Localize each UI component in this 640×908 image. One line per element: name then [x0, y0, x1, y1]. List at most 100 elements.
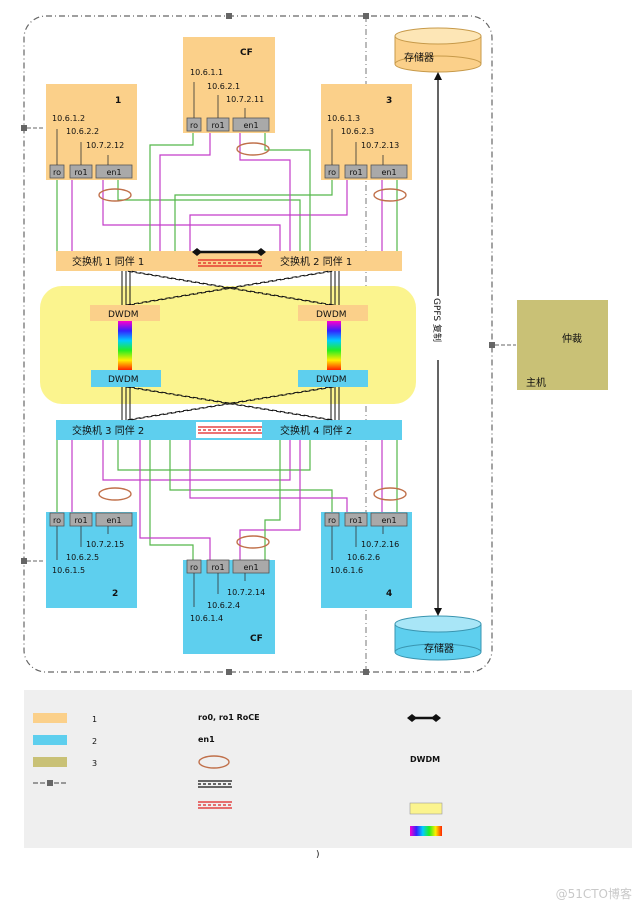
dwdm-bottom-right [298, 370, 368, 387]
legend-text-1: 1 [92, 715, 97, 724]
node3-port-p0: ro [324, 164, 340, 179]
node2-port-p2: en1 [95, 512, 133, 527]
ip-ticks [56, 82, 384, 607]
switch-4-label: 交换机 4 同伴 2 [280, 424, 352, 437]
dwdm-bottom-left [91, 370, 161, 387]
cf-top-label: CF [240, 48, 253, 58]
dwdm-top-left [90, 305, 160, 321]
legend-dwdm: DWDM [410, 755, 440, 764]
dwdm-bottom-left-label: DWDM [108, 375, 139, 385]
legend-red-trunk [198, 801, 232, 809]
legend-text-3: 3 [92, 759, 97, 768]
gpfs-replication-arrow [431, 72, 445, 616]
cf-top-ip-3: 10.7.2.11 [226, 95, 264, 104]
dwdm-top-left-label: DWDM [108, 310, 139, 320]
storage-bottom [394, 615, 482, 661]
legend-boundary-line [33, 780, 67, 786]
node4-ip-1: 10.7.2.16 [361, 540, 399, 549]
cf-bottom-ip-3: 10.6.1.4 [190, 614, 223, 623]
dwdm-top-right-label: DWDM [316, 310, 347, 320]
legend-en1: en1 [198, 735, 215, 744]
gpfs-label: GPFS 复制 [431, 298, 443, 342]
switch-row-top [56, 251, 402, 271]
node1-port-label-p0: ro [53, 168, 61, 177]
cf-top-port-p0: ro [186, 117, 202, 132]
dwdm-trunks [121, 270, 340, 421]
node3-port-label-p0: ro [328, 168, 336, 177]
node1-port-p1: ro1 [69, 164, 93, 179]
wavelength-left [118, 321, 132, 370]
node2-ip-3: 10.6.1.5 [52, 566, 85, 575]
isl-bottom [196, 422, 262, 438]
node2-port-label-p2: en1 [106, 516, 121, 525]
switch-1-label: 交换机 1 同伴 1 [72, 255, 144, 268]
node3-port-p2: en1 [370, 164, 408, 179]
node4-port-label-p2: en1 [381, 516, 396, 525]
node3-ip-1: 10.6.1.3 [327, 114, 360, 123]
cf-bottom-label: CF [250, 634, 263, 644]
bond-ellipses [98, 142, 407, 549]
dwdm-bottom-right-label: DWDM [316, 375, 347, 385]
cf-top-port-label-p2: en1 [243, 121, 258, 130]
legend-bond-ellipse [198, 755, 230, 769]
isl-top [192, 248, 266, 267]
node2-label: 2 [112, 589, 118, 599]
cf-bottom-port-p2: en1 [232, 559, 270, 574]
storage-top-label: 存储器 [404, 51, 434, 64]
port-blocks: ro ro1 en1 ro ro1 en1 ro ro1 en1 ro ro1 en1 ro ro1 en1… [49, 117, 408, 574]
wavelength-right [327, 321, 341, 370]
node1-label: 1 [115, 96, 121, 106]
node4-port-label-p1: ro1 [349, 516, 362, 525]
cf-bottom-port-p0: ro [186, 559, 202, 574]
watermark: @51CTO博客 [555, 887, 632, 901]
arbiter-host-label: 主机 [526, 376, 546, 389]
node2-port-p1: ro1 [69, 512, 93, 527]
node-cf-bottom [183, 560, 275, 654]
node1-port-p2: en1 [95, 164, 133, 179]
node1-port-label-p2: en1 [106, 168, 121, 177]
node-2 [46, 512, 137, 608]
cf-bottom-port-p1: ro1 [206, 559, 230, 574]
node3-port-label-p1: ro1 [349, 168, 362, 177]
node2-port-label-p0: ro [53, 516, 61, 525]
cf-top-port-p2: en1 [232, 117, 270, 132]
storage-top [394, 27, 482, 73]
legend-wavelength-swatch [410, 826, 442, 836]
node-cf-top [183, 37, 275, 133]
node2-ip-2: 10.6.2.5 [66, 553, 99, 562]
node4-label: 4 [386, 589, 392, 599]
node-4 [321, 512, 412, 608]
cf-bottom-ip-2: 10.6.2.4 [207, 601, 240, 610]
node4-ip-2: 10.6.2.6 [347, 553, 380, 562]
node1-port-label-p1: ro1 [74, 168, 87, 177]
cf-top-port-label-p0: ro [190, 121, 198, 130]
node2-ip-1: 10.7.2.15 [86, 540, 124, 549]
switch-3-label: 交换机 3 同伴 2 [72, 424, 144, 437]
node3-ip-3: 10.7.2.13 [361, 141, 399, 150]
boundary-markers [21, 13, 495, 675]
cluster-boundary [23, 15, 493, 673]
network-links [56, 133, 398, 560]
node1-port-p0: ro [49, 164, 65, 179]
cf-bottom-ip-1: 10.7.2.14 [227, 588, 265, 597]
cf-top-port-label-p1: ro1 [211, 121, 224, 130]
node3-label: 3 [386, 96, 392, 106]
cf-top-ip-1: 10.6.1.1 [190, 68, 223, 77]
node-3 [321, 84, 412, 180]
legend-text-2: 2 [92, 737, 97, 746]
cf-top-ip-2: 10.6.2.1 [207, 82, 240, 91]
legend-dwdm-zone-swatch [409, 802, 443, 815]
legend-swatch-3 [33, 757, 67, 767]
node4-port-p2: en1 [370, 512, 408, 527]
node4-port-p0: ro [324, 512, 340, 527]
legend-black-trunk [198, 780, 232, 788]
cf-top-port-p1: ro1 [206, 117, 230, 132]
switch-2-label: 交换机 2 同伴 1 [280, 255, 352, 268]
storage-bottom-label: 存储器 [424, 642, 454, 655]
cf-bottom-port-label-p2: en1 [243, 563, 258, 572]
cf-bottom-port-label-p0: ro [190, 563, 198, 572]
legend-panel [24, 690, 632, 848]
node2-port-p0: ro [49, 512, 65, 527]
arbiter-title: 仲裁 [562, 332, 582, 345]
